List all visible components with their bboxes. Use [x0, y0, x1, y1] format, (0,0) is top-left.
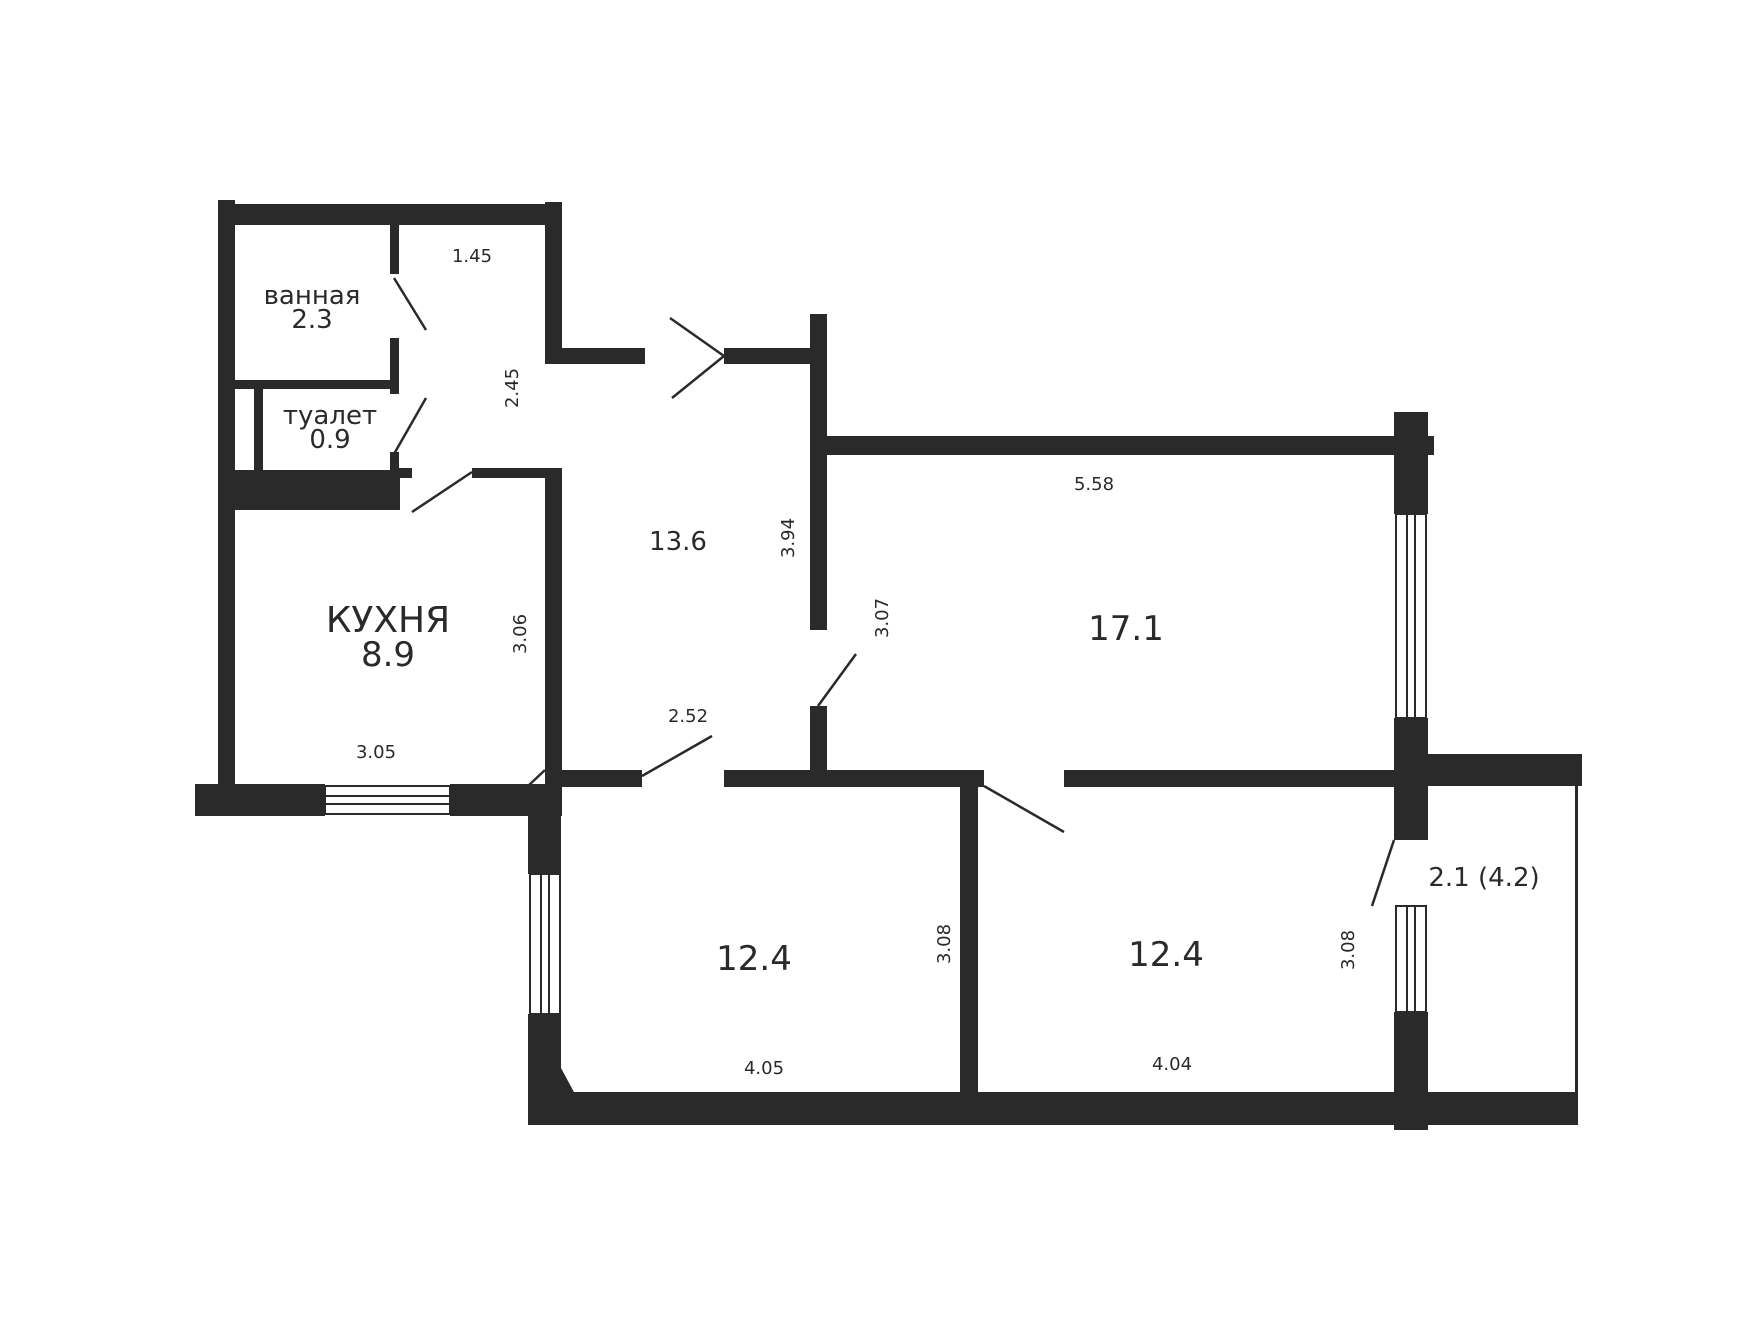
bedroom-right-window [1395, 905, 1427, 1013]
kitchen-corner [527, 769, 546, 787]
bedroom-right-width-dim: 4.04 [1152, 1054, 1192, 1075]
bedroom-left-width-dim: 4.05 [744, 1058, 784, 1079]
kitchen-door [411, 470, 473, 514]
hall-wall-dim: 3.94 [778, 518, 799, 558]
bathroom-door [392, 277, 428, 331]
room-labels: ванная 2.3 туалет 0.9 КУХНЯ 8.9 13.6 17.… [264, 281, 1540, 979]
bedroom-left-door [641, 734, 713, 778]
doors [392, 277, 1396, 907]
hall-area: 13.6 [649, 527, 707, 557]
corridor-length-dim: 2.45 [502, 368, 523, 408]
entrance-door-bottom [671, 355, 725, 399]
walls [195, 200, 1582, 1130]
bathroom-name: ванная [264, 281, 361, 311]
balcony-area: 2.1 (4.2) [1428, 863, 1539, 893]
bedroom-right-door [983, 784, 1065, 834]
bedroom-left-depth-dim: 3.08 [934, 924, 955, 964]
kitchen-depth-dim: 3.06 [510, 614, 531, 654]
entrance-door-top [669, 316, 725, 358]
kitchen-area: 8.9 [361, 635, 415, 675]
balcony-door [1370, 839, 1396, 907]
kitchen-window [324, 785, 451, 815]
bedroom-right-depth-dim: 3.08 [1338, 930, 1359, 970]
bedroom-left-window [529, 873, 561, 1015]
bedroom-left-area: 12.4 [716, 939, 792, 979]
toilet-door [392, 397, 428, 455]
corridor-width-dim: 1.45 [452, 246, 492, 267]
kitchen-width-dim: 3.05 [356, 742, 396, 763]
living-width-dim: 5.58 [1074, 474, 1114, 495]
dimension-labels: 1.45 2.45 3.94 5.58 3.07 3.06 3.05 2.52 … [356, 246, 1359, 1079]
hall-width-dim: 2.52 [668, 706, 708, 727]
toilet-name: туалет [283, 401, 377, 431]
windows [324, 513, 1427, 1015]
toilet-area: 0.9 [309, 425, 350, 455]
bathroom-area: 2.3 [291, 305, 332, 335]
living-room-window [1395, 513, 1427, 719]
kitchen-name: КУХНЯ [326, 600, 450, 641]
bedroom-right-area: 12.4 [1128, 935, 1204, 975]
living-room-area: 17.1 [1088, 609, 1164, 649]
living-depth-dim: 3.07 [872, 598, 893, 638]
living-room-door [816, 653, 858, 707]
